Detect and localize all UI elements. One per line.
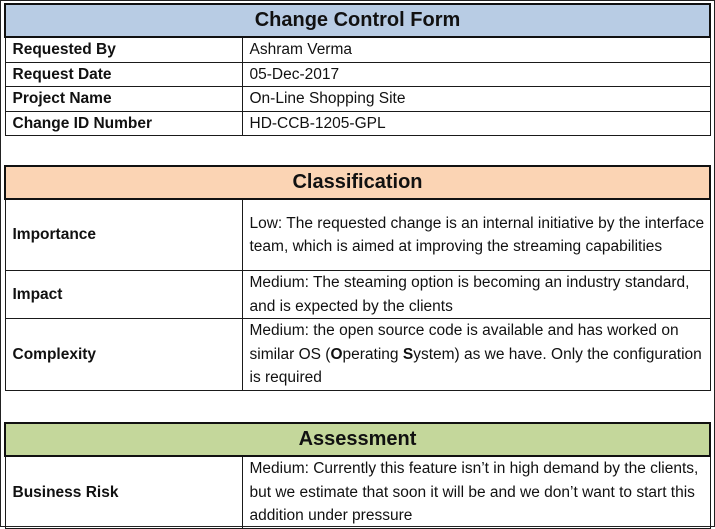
- project-name-label: Project Name: [4, 86, 243, 112]
- complexity-label: Complexity: [4, 318, 243, 391]
- table-row: Importance Low: The requested change is …: [4, 198, 711, 271]
- business-risk-label: Business Risk: [4, 455, 243, 529]
- impact-value[interactable]: Medium: The steaming option is becoming …: [241, 270, 711, 319]
- table-row: Impact Medium: The steaming option is be…: [4, 270, 711, 319]
- change-id-label: Change ID Number: [4, 110, 243, 136]
- table-row: Project Name On-Line Shopping Site: [4, 86, 711, 112]
- complexity-emphasis-o: O: [330, 345, 343, 363]
- requested-by-value[interactable]: Ashram Verma: [241, 36, 711, 63]
- complexity-text-2: perating: [342, 345, 403, 363]
- complexity-text-3: ystem) as we have. Only the configuratio…: [249, 345, 702, 387]
- importance-label: Importance: [4, 198, 243, 271]
- table-row: Requested By Ashram Verma: [4, 36, 711, 63]
- project-name-value[interactable]: On-Line Shopping Site: [241, 86, 711, 112]
- business-risk-value[interactable]: Medium: Currently this feature isn’t in …: [241, 455, 711, 529]
- complexity-value[interactable]: Medium: the open source code is availabl…: [241, 318, 711, 391]
- importance-value[interactable]: Low: The requested change is an internal…: [241, 198, 711, 271]
- table-row: Complexity Medium: the open source code …: [4, 318, 711, 391]
- impact-label: Impact: [4, 270, 243, 319]
- requested-by-label: Requested By: [4, 36, 243, 63]
- complexity-text-1: Medium: the open source code is availabl…: [249, 322, 679, 363]
- form-title: Change Control Form: [4, 3, 711, 38]
- assessment-header: Assessment: [4, 422, 711, 457]
- change-id-value[interactable]: HD-CCB-1205-GPL: [241, 110, 711, 136]
- complexity-emphasis-s: S: [402, 345, 414, 363]
- change-control-table: Change Control Form Requested By Ashram …: [4, 3, 711, 136]
- table-row: Change ID Number HD-CCB-1205-GPL: [4, 110, 711, 136]
- table-row: Business Risk Medium: Currently this fea…: [4, 455, 711, 529]
- request-date-value[interactable]: 05-Dec-2017: [241, 61, 711, 87]
- assessment-table: Assessment Business Risk Medium: Current…: [4, 422, 711, 529]
- classification-table: Classification Importance Low: The reque…: [4, 165, 711, 391]
- table-row: Request Date 05-Dec-2017: [4, 61, 711, 87]
- classification-header: Classification: [4, 165, 711, 200]
- request-date-label: Request Date: [4, 61, 243, 87]
